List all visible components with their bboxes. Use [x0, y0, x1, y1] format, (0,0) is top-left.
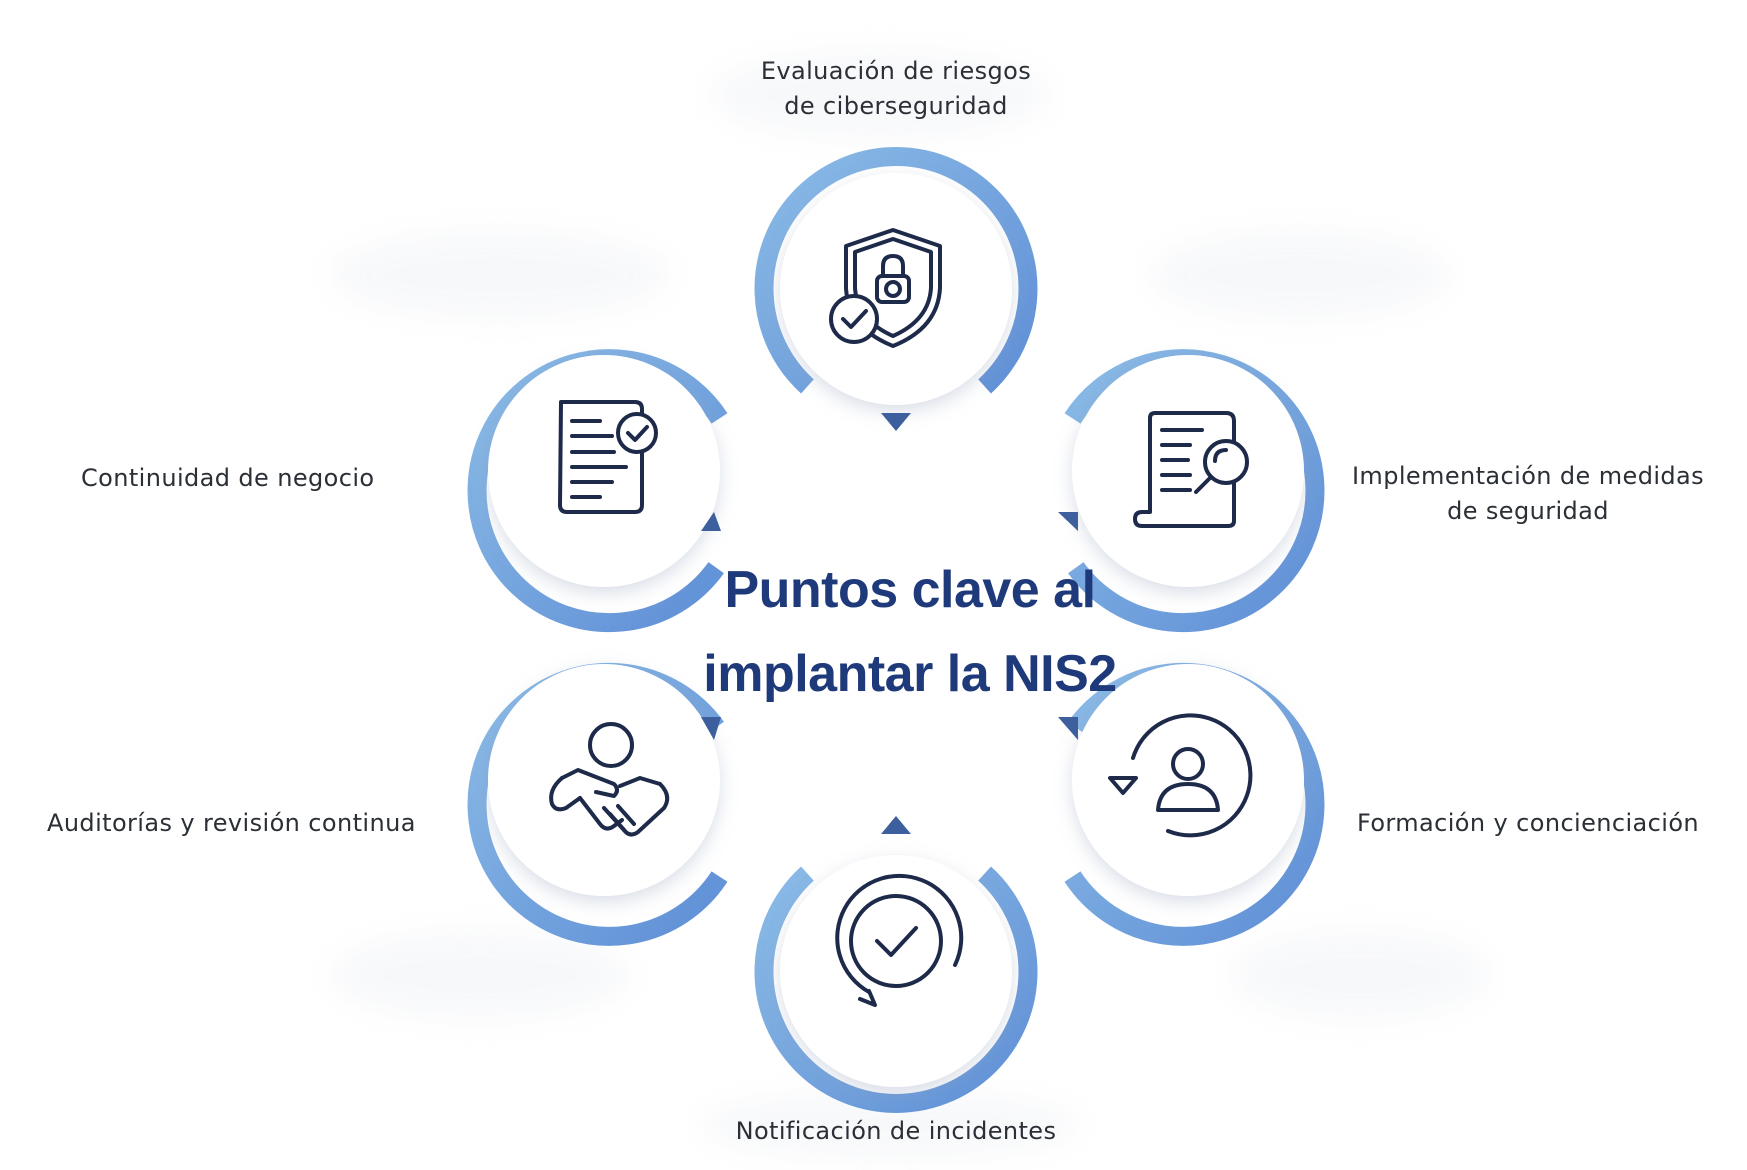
- label-training: Formación y concienciación: [1328, 806, 1728, 841]
- node-measures: [1058, 349, 1325, 633]
- title-line-2: implantar la NIS2: [703, 645, 1117, 703]
- shield-lock-check-icon: [829, 228, 942, 348]
- background-blob: [330, 930, 630, 1020]
- circular-check-icon: [835, 873, 964, 1007]
- background-blob: [1150, 230, 1450, 320]
- label-line: Evaluación de riesgos: [760, 57, 1032, 85]
- arrow-marker: [1058, 512, 1078, 531]
- node-circle: [780, 855, 1012, 1087]
- arrow-marker: [881, 816, 911, 834]
- node-ring: [754, 147, 1038, 394]
- label-line: Implementación de medidas: [1351, 462, 1705, 490]
- label-line: de ciberseguridad: [784, 92, 1008, 120]
- background-blob: [710, 50, 1050, 140]
- label-risk: Evaluación de riesgos de ciberseguridad: [696, 54, 1096, 124]
- node-incidents: [754, 816, 1038, 1113]
- label-line: Formación y concienciación: [1356, 809, 1700, 837]
- diagram-title: Puntos clave al implantar la NIS2: [640, 548, 1180, 716]
- arrow-marker: [881, 413, 911, 431]
- node-audits: [467, 662, 728, 946]
- label-line: Auditorías y revisión continua: [47, 809, 416, 837]
- node-continuity: [467, 349, 728, 633]
- label-measures: Implementación de medidas de seguridad: [1328, 459, 1728, 529]
- label-line: de seguridad: [1447, 497, 1609, 525]
- arrow-marker: [701, 717, 721, 740]
- node-circle: [488, 355, 720, 587]
- node-risk: [754, 147, 1038, 431]
- node-circle: [780, 173, 1012, 405]
- background-blob: [1230, 930, 1490, 1020]
- handshake-icon: [549, 722, 670, 837]
- document-check-icon: [558, 400, 658, 514]
- label-line: Continuidad de negocio: [81, 464, 375, 492]
- label-line: Notificación de incidentes: [735, 1117, 1057, 1145]
- document-search-icon: [1133, 411, 1249, 528]
- label-incidents: Notificación de incidentes: [696, 1114, 1096, 1149]
- user-cycle-icon: [1108, 713, 1253, 838]
- arrow-marker: [1058, 717, 1078, 740]
- background-blob: [330, 230, 670, 320]
- label-audits: Auditorías y revisión continua: [47, 806, 467, 841]
- label-continuity: Continuidad de negocio: [81, 461, 461, 496]
- title-line-1: Puntos clave al: [724, 561, 1096, 619]
- arrow-marker: [701, 512, 721, 531]
- node-ring: [754, 866, 1038, 1113]
- node-training: [1058, 662, 1325, 946]
- node-circle: [1072, 355, 1304, 587]
